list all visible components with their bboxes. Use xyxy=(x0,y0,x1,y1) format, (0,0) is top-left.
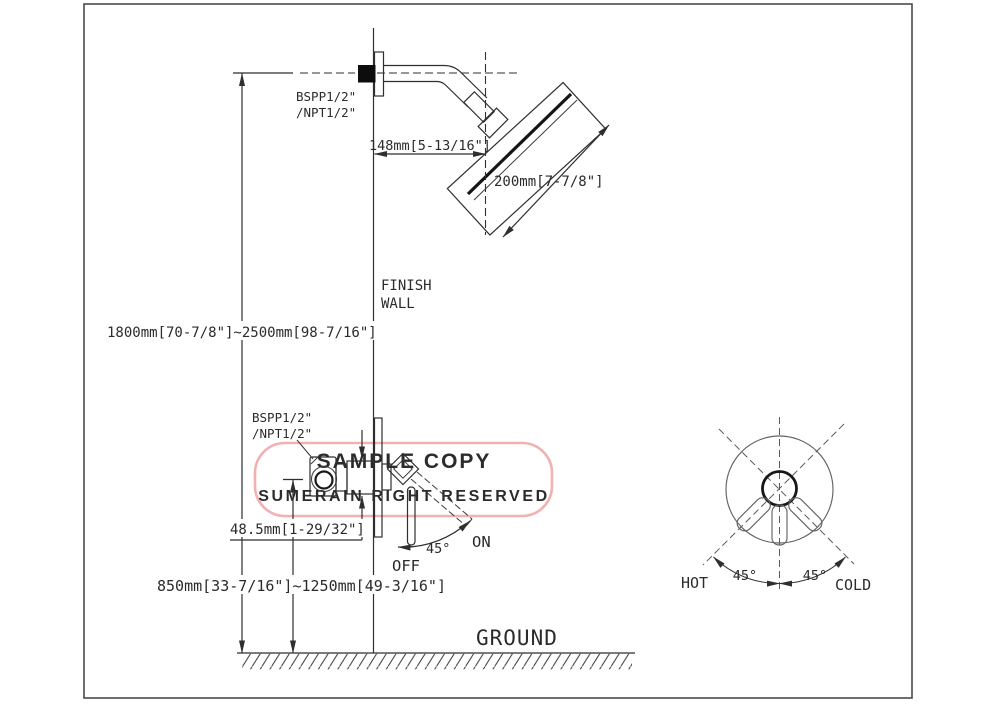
valve-thread-leader xyxy=(296,439,314,460)
head-size-text: 200mm[7-7/8"] xyxy=(494,174,604,190)
valve-thread-line1: BSPP1/2" xyxy=(252,410,312,425)
arm-thread-label: BSPP1/2" /NPT1/2" xyxy=(296,89,356,120)
valve-offset-dimension: 48.5mm[1-29/32"] xyxy=(227,430,368,541)
head-size-dim-line xyxy=(502,124,610,238)
arm-wall-flange xyxy=(373,51,385,97)
handle-off-label: OFF xyxy=(392,557,420,575)
handle-swing-arc xyxy=(397,520,471,551)
valve-trim-plate xyxy=(373,417,383,538)
cold-label: COLD xyxy=(835,576,871,594)
arm-reach-dimension: 148mm[5-13/16"] xyxy=(369,138,491,157)
valve-height-text: 850mm[33-7/16"]~1250mm[49-3/16"] xyxy=(157,577,446,595)
mixer-valve: BSPP1/2" /NPT1/2" xyxy=(252,410,473,546)
valve-inlet-bevel xyxy=(310,456,319,465)
arm-nut xyxy=(462,90,496,124)
height-range-dimension: 1800mm[70-7/8"]~2500mm[98-7/16"] xyxy=(104,73,380,654)
drawing-border xyxy=(83,3,913,699)
watermark-subtitle: SUMERAIN RIGHT RESERVED xyxy=(258,488,550,505)
handle-angle-annotation: 45° ON OFF xyxy=(392,520,491,575)
front-view-handle-cold xyxy=(788,497,823,532)
arm-thread-line2: /NPT1/2" xyxy=(296,105,356,120)
hot-label: HOT xyxy=(681,574,708,592)
front-view-angle-left-text: 45° xyxy=(733,568,757,584)
handle-angle-text: 45° xyxy=(426,541,450,557)
front-view-diagonal-left xyxy=(702,423,845,566)
height-range-text: 1800mm[70-7/8"]~2500mm[98-7/16"] xyxy=(107,325,377,341)
height-range-text-bg xyxy=(104,321,380,340)
valve-front-view: 45° 45° HOT COLD xyxy=(681,417,871,594)
arm-lower-edge xyxy=(383,80,469,108)
valve-offset-text: 48.5mm[1-29/32"] xyxy=(230,522,365,538)
valve-cartridge xyxy=(346,460,375,495)
head-size-dimension: 200mm[7-7/8"] xyxy=(494,124,610,238)
valve-stem xyxy=(381,463,392,491)
front-view-handle-down xyxy=(771,504,788,546)
handle-base xyxy=(386,452,420,486)
finish-wall-label-line2: WALL xyxy=(381,296,415,312)
front-view-angle-right-text: 45° xyxy=(803,568,827,584)
front-view-angle-arc-right xyxy=(779,556,846,587)
valve-inlet-port xyxy=(314,470,334,490)
handle-base-inner xyxy=(393,459,413,479)
ground-label: GROUND xyxy=(476,626,558,650)
ground-hatch xyxy=(242,653,632,670)
handle-lever-on-edge2 xyxy=(416,471,473,520)
arm-thread-connector xyxy=(358,65,376,83)
arm-thread-line1: BSPP1/2" xyxy=(296,89,356,104)
front-view-handle-hot xyxy=(736,497,771,532)
handle-lever-on-edge1 xyxy=(410,478,467,527)
front-view-diagonal-right xyxy=(718,428,855,565)
head-inlet-fitting xyxy=(477,107,509,139)
front-view-angle-arc-left xyxy=(713,556,780,587)
ground: GROUND xyxy=(237,626,635,670)
shower-arm xyxy=(358,51,509,139)
valve-thread-line2: /NPT1/2" xyxy=(252,426,312,441)
arm-upper-edge xyxy=(383,64,488,99)
finish-wall-label-line1: FINISH xyxy=(381,278,432,294)
watermark-border xyxy=(253,441,554,518)
valve-height-text-bg xyxy=(154,575,436,594)
front-view-escutcheon xyxy=(725,435,834,544)
arm-reach-text: 148mm[5-13/16"] xyxy=(369,138,491,154)
valve-offset-text-bg xyxy=(227,519,368,537)
valve-height-dimension: 850mm[33-7/16"]~1250mm[49-3/16"] xyxy=(154,478,446,654)
finish-wall: FINISH WALL xyxy=(372,28,432,653)
handle-on-label: ON xyxy=(472,533,491,551)
